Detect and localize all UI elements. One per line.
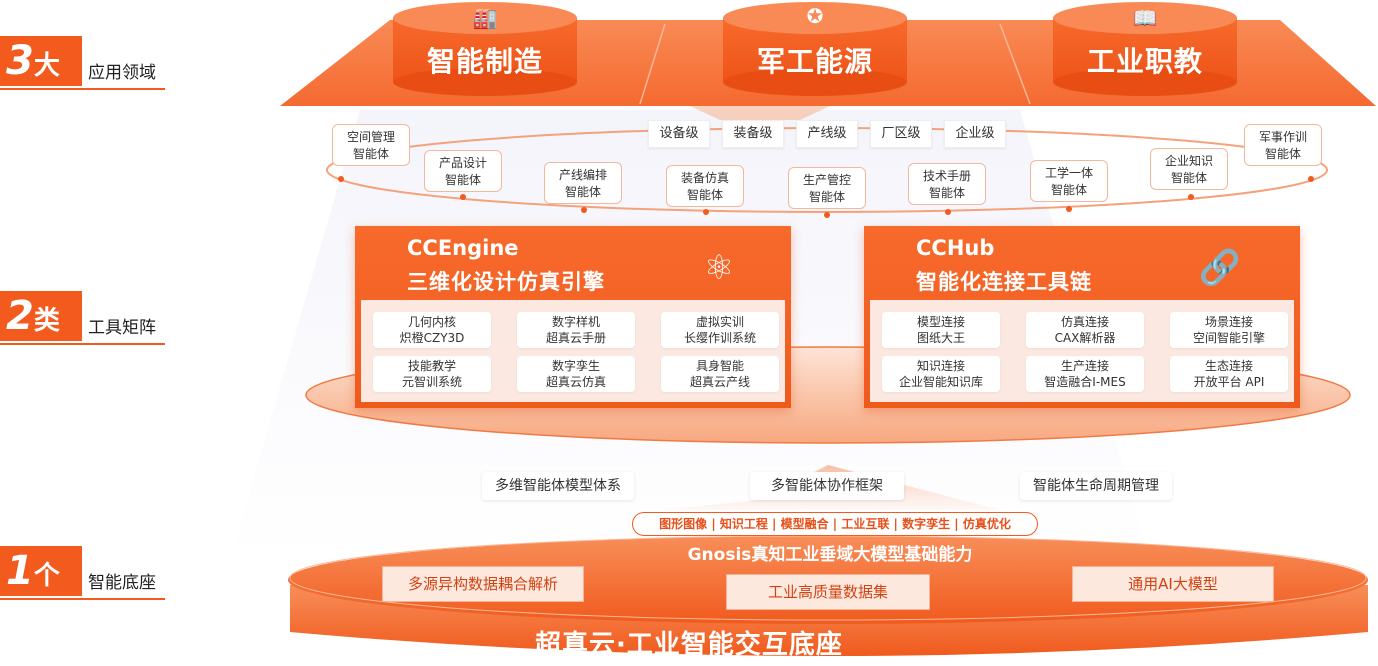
cell-knowledge-connect: 知识连接企业智能知识库 xyxy=(882,356,1000,392)
domain-title-manufacturing: 智能制造 xyxy=(426,45,543,78)
level-line: 产线级 xyxy=(796,120,858,148)
link-icon: 🔗 xyxy=(1198,248,1242,288)
agent-production: 生产管控智能体 xyxy=(788,167,866,209)
cell-model-connect: 模型连接图纸大王 xyxy=(882,312,1000,348)
label-unit: 类 xyxy=(33,306,60,336)
agent-equipment-sim: 装备仿真智能体 xyxy=(666,165,744,207)
label-number: 3 xyxy=(6,38,34,84)
base-data-parsing: 多源异构数据耦合解析 xyxy=(382,566,584,602)
cell-scene-connect: 场景连接空间智能引擎 xyxy=(1170,312,1288,348)
level-enterprise: 企业级 xyxy=(944,120,1006,148)
cell-digital-prototype: 数字样机超真云手册 xyxy=(517,312,635,348)
left-label-base: 1个 智能底座 xyxy=(0,546,200,606)
cell-ecosystem-connect: 生态连接开放平台 API xyxy=(1170,356,1288,392)
agent-work-study: 工学一体智能体 xyxy=(1030,160,1108,202)
engine-subtitle: 三维化设计仿真引擎 xyxy=(407,270,605,294)
level-device: 装备级 xyxy=(722,120,784,148)
engine-name: CCEngine xyxy=(407,236,519,260)
factory-icon: 🏭 xyxy=(472,6,498,30)
label-unit: 大 xyxy=(33,51,60,81)
atom-icon: ⚛ xyxy=(703,248,735,288)
level-equipment: 设备级 xyxy=(648,120,710,148)
label-number: 1 xyxy=(6,548,34,594)
framework-model-system: 多维智能体模型体系 xyxy=(482,472,634,500)
level-plant: 厂区级 xyxy=(870,120,932,148)
engine-ccengine: CCEngine 三维化设计仿真引擎 ⚛ 几何内核炽橙CZY3D 数字样机超真云… xyxy=(355,226,791,408)
cylinder-1 xyxy=(393,2,577,96)
engine-name: CCHub xyxy=(916,236,995,260)
base-dataset: 工业高质量数据集 xyxy=(726,574,930,610)
capability-bar: 图形图像 | 知识工程 | 模型融合 | 工业互联 | 数字孪生 | 仿真优化 xyxy=(632,512,1038,536)
cylinder-2 xyxy=(723,2,907,96)
cell-geometry-kernel: 几何内核炽橙CZY3D xyxy=(373,312,491,348)
cell-embodied-ai: 具身智能超真云产线 xyxy=(661,356,779,392)
left-label-domains: 3大 应用领域 xyxy=(0,36,200,96)
cell-virtual-training: 虚拟实训长缨作训系统 xyxy=(661,312,779,348)
cylinder-3 xyxy=(1053,2,1237,96)
engine-subtitle: 智能化连接工具链 xyxy=(916,270,1092,294)
label-text: 应用领域 xyxy=(88,63,156,83)
domain-title-defense-energy: 军工能源 xyxy=(756,45,873,78)
agent-product: 产品设计智能体 xyxy=(424,150,502,192)
label-text: 工具矩阵 xyxy=(88,318,156,338)
left-label-tools: 2类 工具矩阵 xyxy=(0,291,200,351)
domain-title-vocational: 工业职教 xyxy=(1086,45,1203,78)
cell-skill-teaching: 技能教学元智训系统 xyxy=(373,356,491,392)
emblem-icon: ✪ xyxy=(806,4,824,28)
agent-space: 空间管理智能体 xyxy=(332,124,410,166)
framework-collaboration: 多智能体协作框架 xyxy=(750,472,904,500)
agent-military: 军事作训智能体 xyxy=(1244,124,1322,166)
framework-lifecycle: 智能体生命周期管理 xyxy=(1020,472,1172,500)
agent-knowledge: 企业知识智能体 xyxy=(1150,148,1228,190)
cell-production-connect: 生产连接智造融合I-MES xyxy=(1026,356,1144,392)
base-ai-model: 通用AI大模型 xyxy=(1072,566,1274,602)
base-title: 超真云·工业智能交互底座 xyxy=(535,630,843,660)
model-title: Gnosis真知工业垂域大模型基础能力 xyxy=(687,545,973,565)
agent-line-planning: 产线编排智能体 xyxy=(544,162,622,204)
book-icon: 📖 xyxy=(1132,6,1158,30)
label-number: 2 xyxy=(6,293,34,339)
agent-manual: 技术手册智能体 xyxy=(908,163,986,205)
cell-digital-twin: 数字孪生超真云仿真 xyxy=(517,356,635,392)
label-text: 智能底座 xyxy=(88,573,156,593)
label-unit: 个 xyxy=(33,561,60,591)
